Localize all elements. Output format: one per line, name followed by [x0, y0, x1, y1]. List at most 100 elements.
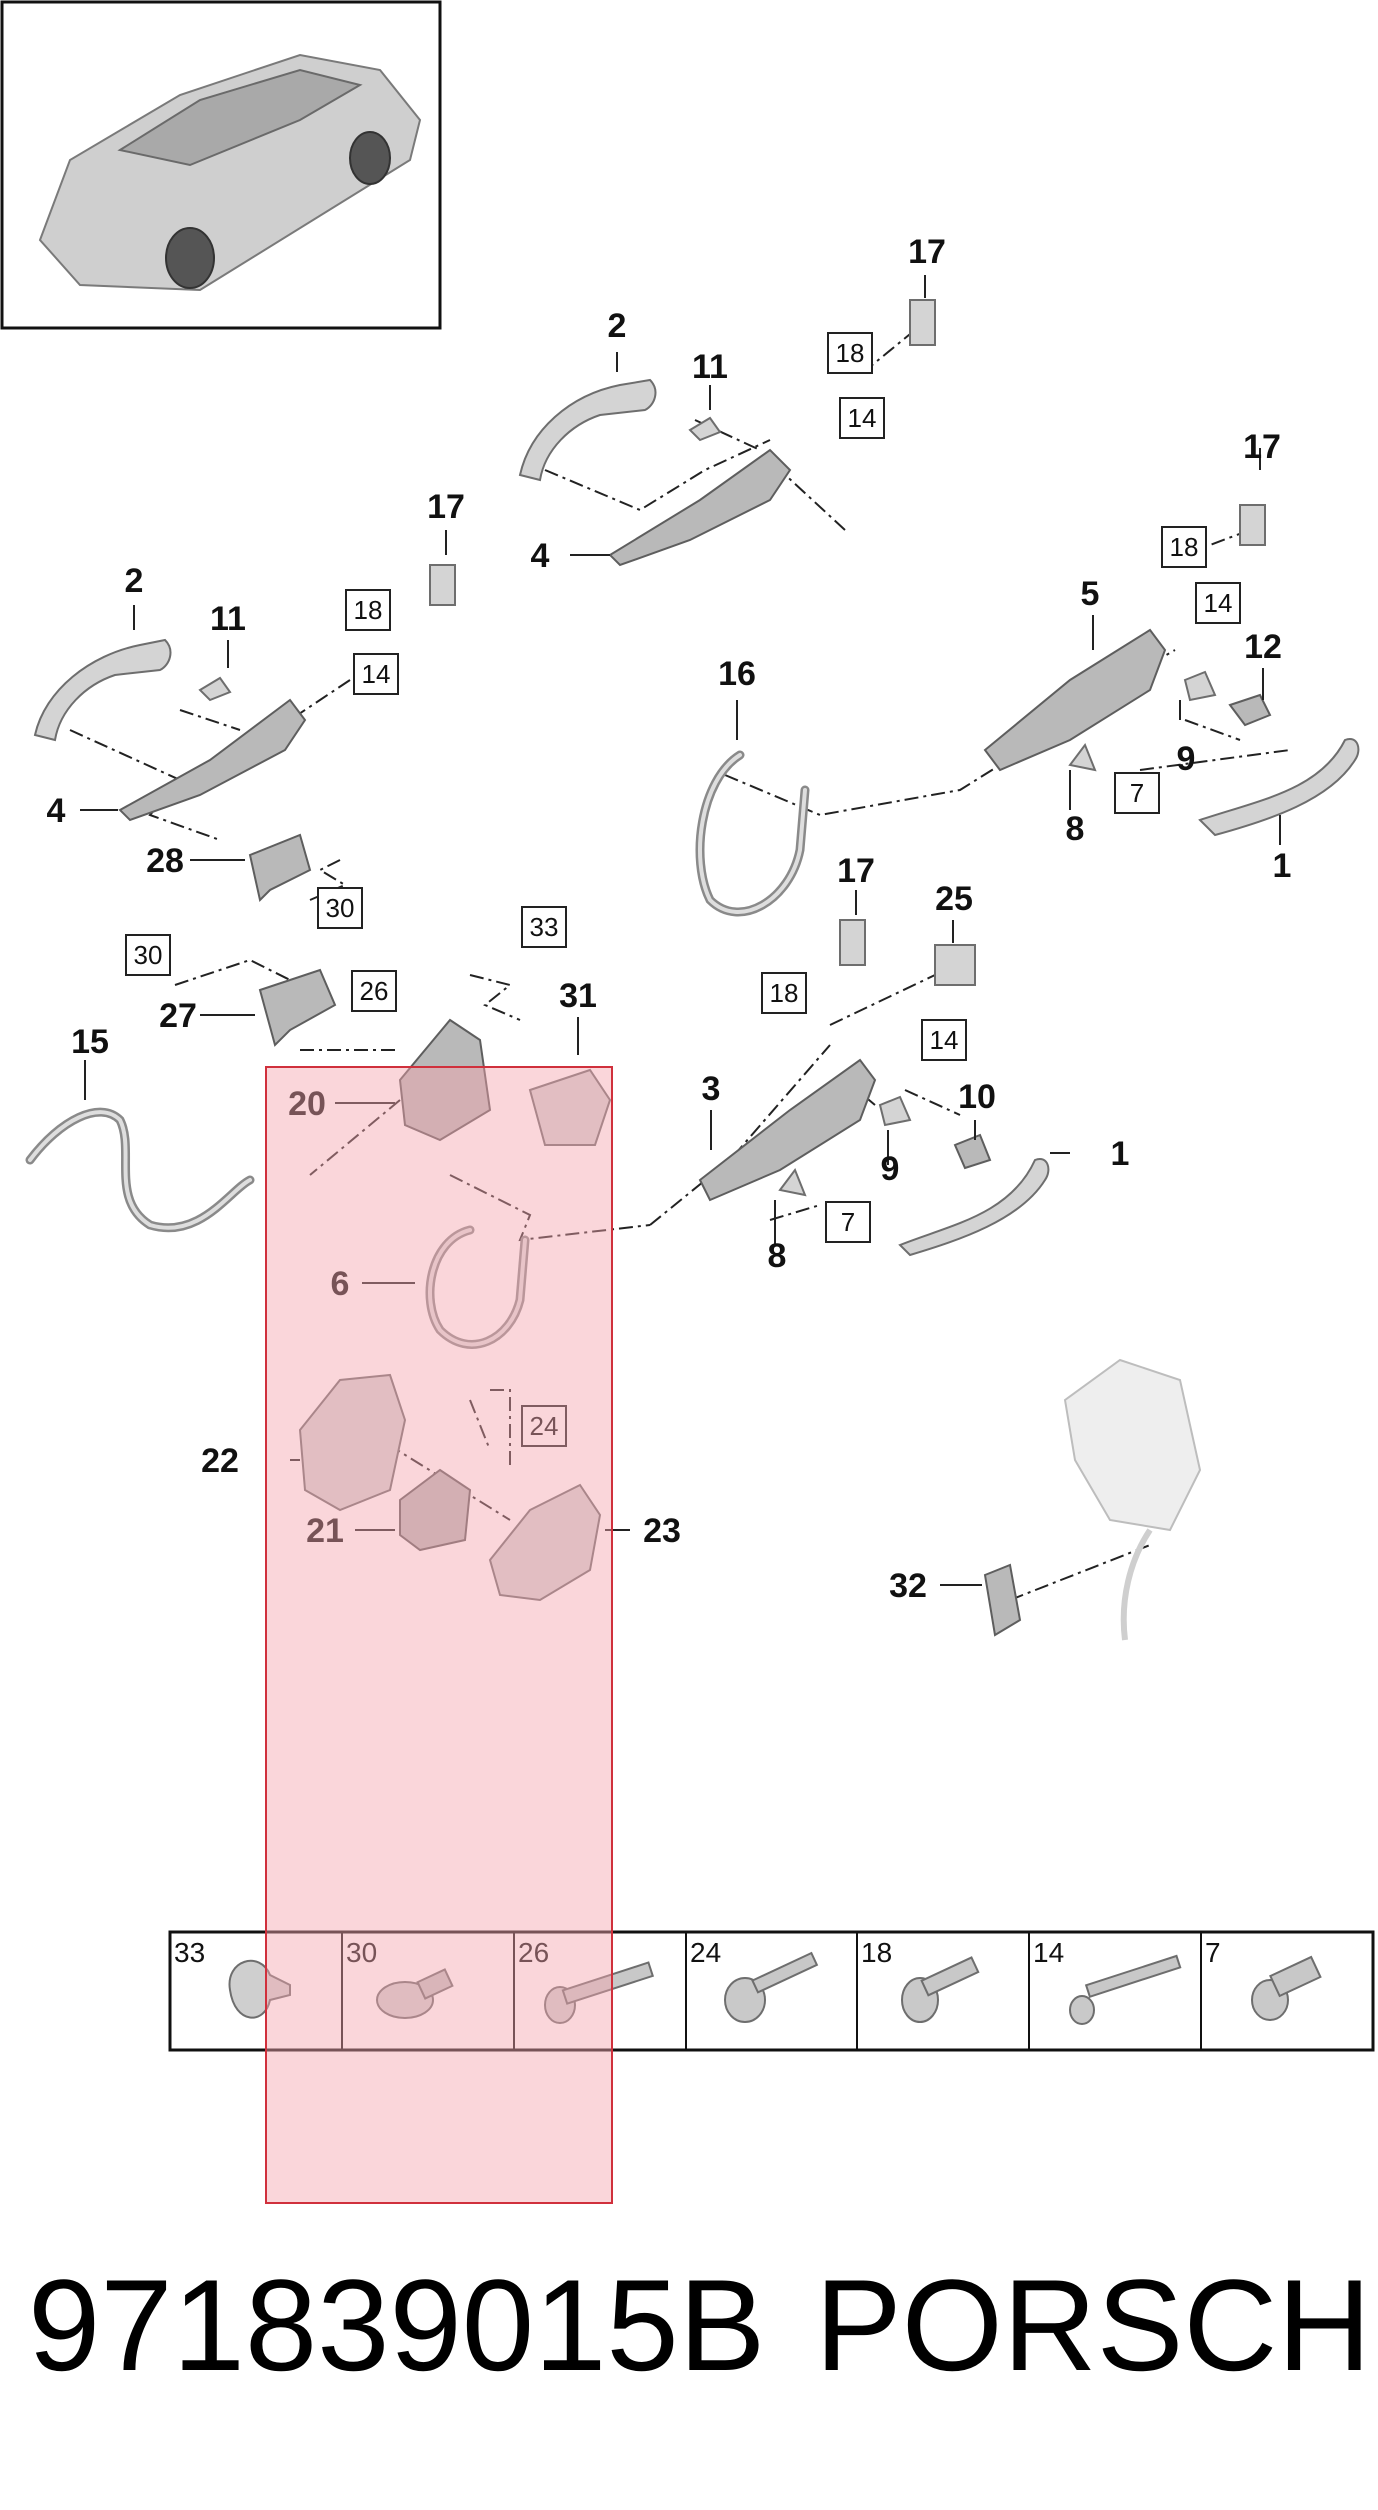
callout-9-right: 9	[1177, 740, 1196, 778]
callout-1-right: 1	[1273, 847, 1292, 885]
small-part-8-lower	[778, 1167, 807, 1197]
striker-plate-17-lower	[839, 919, 866, 966]
callout-20: 20	[288, 1085, 326, 1123]
callout-8-right: 8	[1066, 810, 1085, 848]
box-14-top: 14	[848, 403, 877, 433]
cable-15	[25, 1107, 255, 1233]
handle-carrier-5	[983, 628, 1167, 772]
callout-3: 3	[702, 1070, 721, 1108]
callout-25: 25	[935, 880, 973, 918]
table-cell-14: 14	[1033, 1937, 1064, 1968]
lock-housing-22	[298, 1373, 407, 1512]
table-cell-33: 33	[174, 1937, 205, 1968]
lock-cover-31	[528, 1068, 612, 1146]
callout-4-top: 4	[531, 537, 550, 575]
door-lock-20	[398, 1018, 492, 1142]
callout-9-lower: 9	[881, 1150, 900, 1188]
callout-23: 23	[643, 1512, 681, 1550]
callout-17-lower: 17	[837, 852, 875, 890]
table-cell-30: 30	[346, 1937, 377, 1968]
box-14-left: 14	[362, 659, 391, 689]
callout-1-lower: 1	[1111, 1135, 1130, 1173]
callout-4-left: 4	[47, 792, 66, 830]
striker-plate-right	[1239, 504, 1266, 546]
box-30-upper: 30	[134, 940, 163, 970]
box-18-top: 18	[836, 338, 865, 368]
cap-10	[953, 1133, 992, 1170]
box-14-right: 14	[1204, 588, 1233, 618]
plastic-screw-icon	[376, 1968, 454, 2019]
table-cell-7: 7	[1205, 1937, 1221, 1968]
callout-28: 28	[146, 842, 184, 880]
torx-screw-icon	[901, 1956, 980, 2023]
door-handle-1-lower	[898, 1158, 1050, 1257]
box-7-lower: 7	[841, 1207, 855, 1237]
box-30-left: 30	[326, 893, 355, 923]
callout-11-top: 11	[692, 348, 728, 386]
callout-12: 12	[1244, 628, 1282, 666]
callout-11-left: 11	[210, 600, 246, 638]
cable-16	[695, 750, 810, 917]
table-cell-24: 24	[690, 1937, 721, 1968]
handle-cover-left	[198, 676, 232, 702]
handle-cover-9-lower	[878, 1095, 912, 1127]
handle-carrier-top	[608, 448, 792, 567]
cover-23	[488, 1483, 602, 1602]
callout-22: 22	[201, 1442, 239, 1480]
flange-bolt-icon	[724, 1951, 819, 2023]
part-number: 971839015B	[28, 2252, 765, 2398]
door-handle-1-right	[1198, 738, 1360, 837]
brand-name: PORSCHE	[815, 2252, 1378, 2398]
pin-bolt-icon	[1069, 1954, 1182, 2025]
striker-plate-top	[909, 299, 936, 346]
callout-21: 21	[306, 1512, 344, 1550]
box-18-right: 18	[1170, 532, 1199, 562]
callout-5: 5	[1081, 575, 1100, 613]
highlight-region	[265, 1066, 613, 2204]
callout-6: 6	[331, 1265, 350, 1303]
bracket-28	[248, 833, 312, 902]
box-18-lower: 18	[770, 978, 799, 1008]
box-24: 24	[530, 1411, 559, 1441]
box-14-lower: 14	[930, 1025, 959, 1055]
callout-17-right: 17	[1243, 428, 1281, 466]
callout-2-top: 2	[608, 307, 627, 345]
callout-15: 15	[71, 1023, 109, 1061]
leader-lines	[80, 275, 1281, 1586]
lock-assembly-ghost	[1063, 1358, 1202, 1641]
box-18-left: 18	[354, 595, 383, 625]
callout-27: 27	[159, 997, 197, 1035]
bolt-long-icon	[544, 1961, 655, 2024]
plate-25	[934, 944, 976, 986]
handle-cover-top	[688, 416, 722, 442]
door-handle-left	[33, 638, 172, 742]
cap-12	[1228, 693, 1272, 727]
handle-carrier-left	[118, 698, 307, 822]
callout-8-lower: 8	[768, 1237, 787, 1275]
striker-plate-left	[429, 564, 456, 606]
callout-numbers: 2 11 4 17 2 11 4 17 28 27 15 20 6 22 21 …	[47, 233, 1292, 1605]
vehicle-thumbnail	[0, 0, 442, 330]
bracket-27	[258, 968, 337, 1047]
boxed-references: 18 14 18 14 18 14 7 30 33 30 26 18 14 7 …	[125, 332, 1241, 1447]
cable-6	[425, 1225, 530, 1349]
small-part-8-right	[1068, 742, 1097, 772]
short-bolt-icon	[1251, 1955, 1322, 2021]
callout-16: 16	[718, 655, 756, 693]
handle-cover-9-right	[1183, 670, 1217, 702]
handle-carrier-3	[698, 1058, 877, 1202]
box-7-right: 7	[1130, 778, 1144, 808]
door-handle-front-left	[518, 378, 657, 482]
callout-31: 31	[559, 977, 597, 1015]
box-26: 26	[360, 976, 389, 1006]
callout-17-top: 17	[908, 233, 946, 271]
bracket-32	[983, 1563, 1022, 1637]
clip-icon	[228, 1959, 291, 2019]
table-cell-26: 26	[518, 1937, 549, 1968]
callout-17-left: 17	[427, 488, 465, 526]
callout-32: 32	[889, 1567, 927, 1605]
actuator-21	[399, 1468, 472, 1552]
callout-10: 10	[958, 1078, 996, 1116]
callout-2-left: 2	[125, 562, 144, 600]
